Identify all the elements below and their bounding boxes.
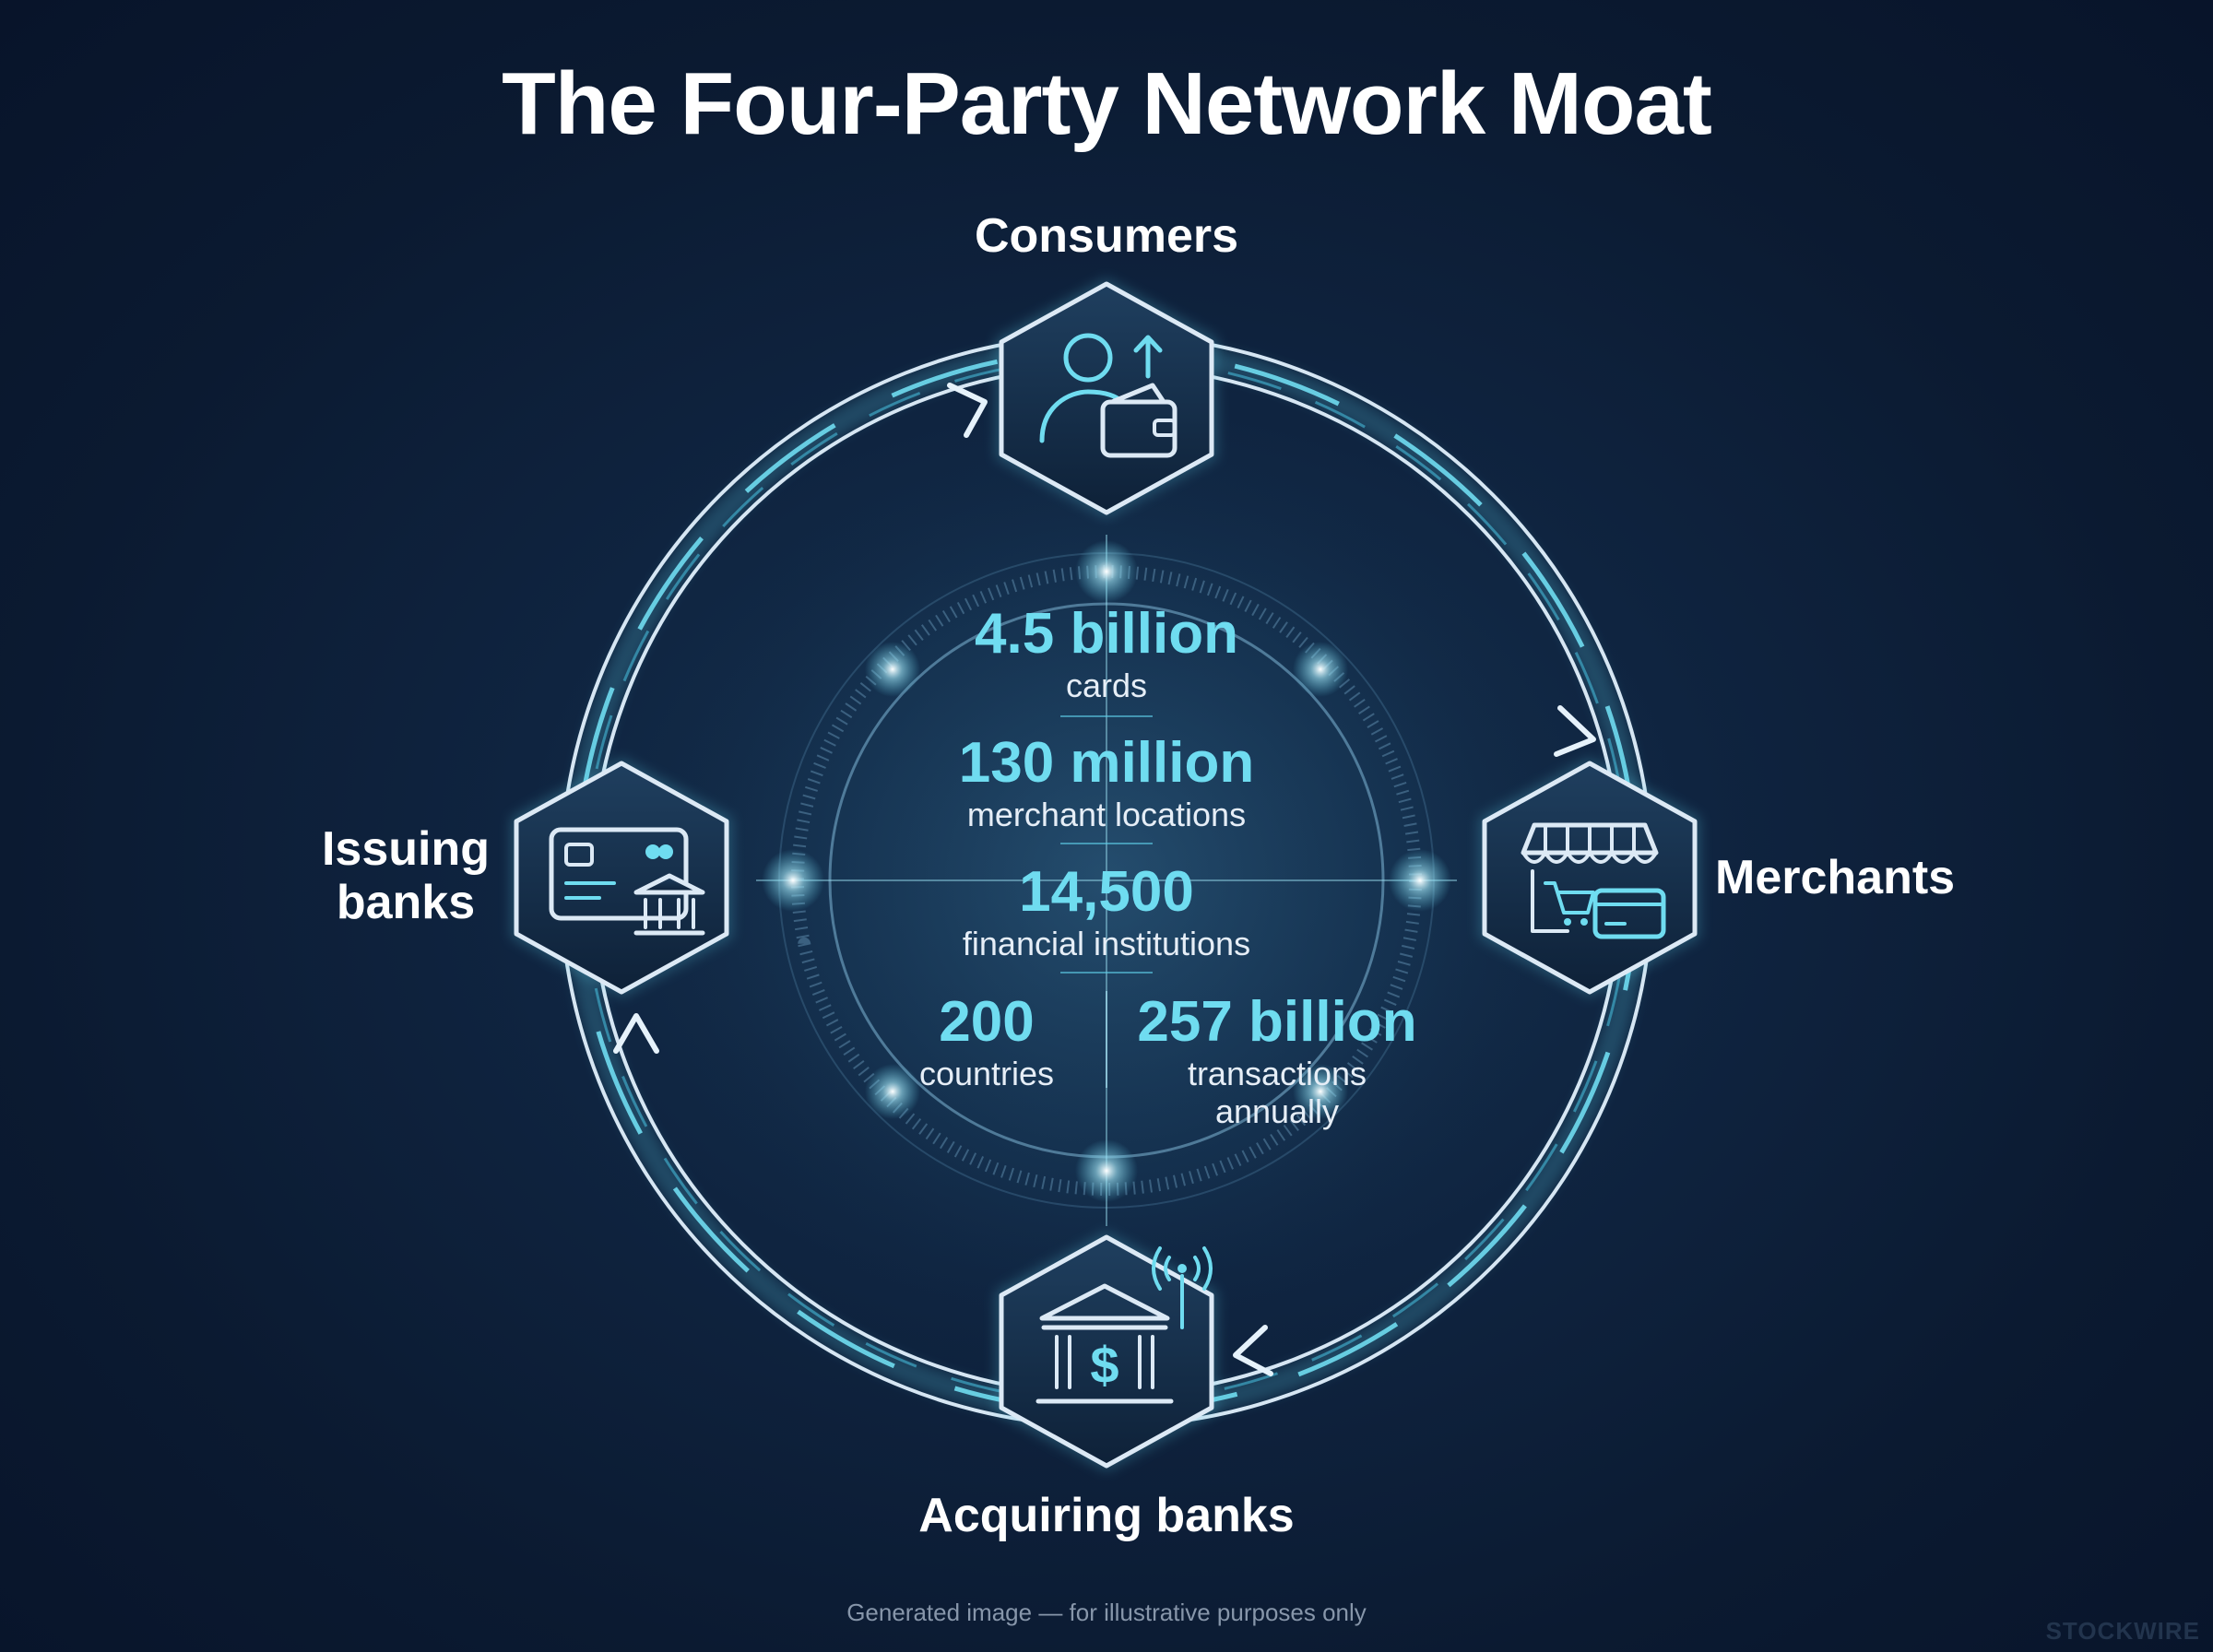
label-consumers: Consumers xyxy=(974,209,1239,263)
stat-caption: financial institutions xyxy=(962,925,1251,962)
page-title: The Four-Party Network Moat xyxy=(502,54,1712,153)
stat-caption: countries xyxy=(918,1055,1055,1092)
bank-dollar-signal-icon: $ xyxy=(1035,1246,1213,1404)
arrow-to-merchants xyxy=(1554,705,1596,757)
flow-arrowheads xyxy=(613,383,1596,1376)
node-consumers xyxy=(996,278,1217,518)
label-issuing-line1: Issuing xyxy=(321,822,491,876)
svg-text:$: $ xyxy=(1090,1336,1118,1394)
disclaimer-footer: Generated image — for illustrative purpo… xyxy=(846,1599,1367,1626)
stat-caption-line2: annually xyxy=(1214,1092,1340,1130)
stat-separators xyxy=(1060,715,1153,974)
stat-value: 200 xyxy=(939,990,1035,1054)
storefront-card-icon xyxy=(1521,822,1666,939)
consumer-wallet-icon xyxy=(1039,333,1178,458)
stat-value: 257 billion xyxy=(1137,990,1417,1054)
stat-value: 4.5 billion xyxy=(975,602,1238,666)
arrow-to-acquiring xyxy=(1233,1325,1273,1376)
arrow-to-issuing xyxy=(613,1013,659,1054)
label-issuing-banks: Issuing banks xyxy=(277,822,535,929)
node-acquiring: $ xyxy=(996,1232,1217,1471)
core-glow xyxy=(627,401,1586,1360)
stat-caption: cards xyxy=(1065,667,1148,704)
label-merchants: Merchants xyxy=(1715,851,1956,904)
stat-countries: 200 countries xyxy=(885,989,1088,1092)
light-flares xyxy=(756,535,1457,1226)
card-bank-icon xyxy=(549,827,705,936)
stat-value: 14,500 xyxy=(1019,860,1194,924)
stat-value: 130 million xyxy=(958,731,1255,795)
label-acquiring-banks: Acquiring banks xyxy=(918,1489,1295,1542)
watermark: STOCKWIRE xyxy=(2045,1617,2200,1645)
node-issuing xyxy=(511,758,732,997)
label-issuing-line2: banks xyxy=(336,876,476,929)
arrow-to-consumers xyxy=(947,383,988,438)
stat-financial-institutions: 14,500 financial institutions xyxy=(876,859,1337,962)
stat-caption-line1: transactions xyxy=(1187,1055,1367,1092)
stat-cards: 4.5 billion cards xyxy=(876,601,1337,704)
stat-transactions: 257 billion transactions annually xyxy=(1111,989,1443,1130)
node-merchants xyxy=(1479,758,1700,997)
stat-merchant-locations: 130 million merchant locations xyxy=(876,730,1337,833)
stat-caption: merchant locations xyxy=(966,796,1247,833)
